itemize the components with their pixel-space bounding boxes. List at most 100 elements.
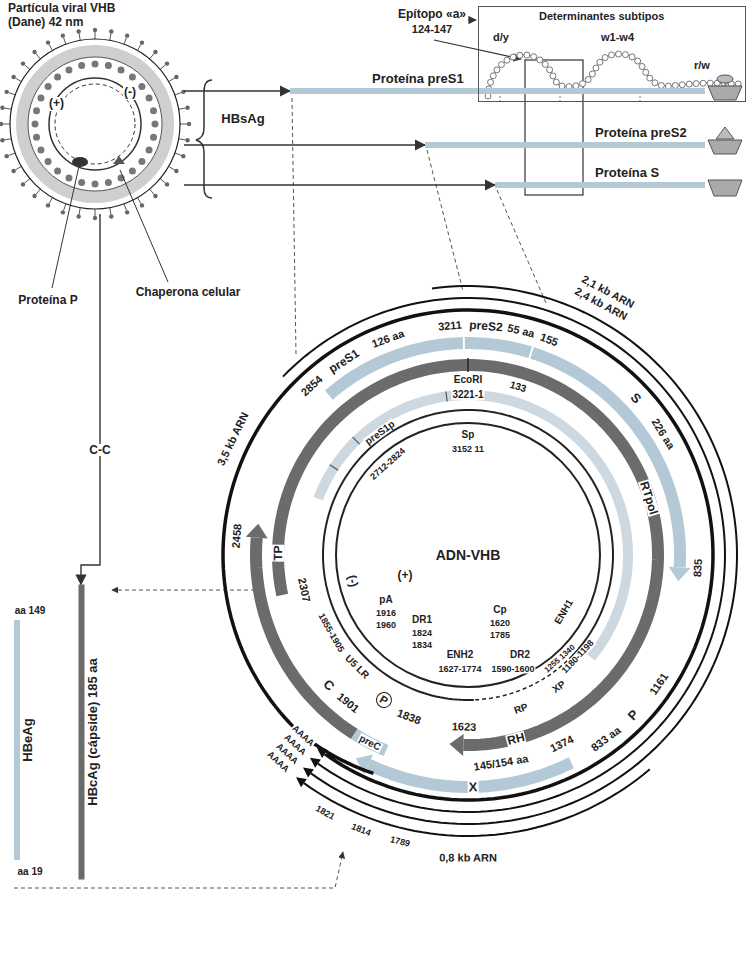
- e-antigen-bar: HBeAg: [14, 620, 38, 860]
- surface-spike: [79, 208, 80, 215]
- callout-label: aa 149: [14, 606, 47, 616]
- spike-tip: [46, 40, 50, 44]
- surface-spike: [36, 189, 40, 194]
- map-label: X: [467, 780, 478, 793]
- rna-3-5kb: [223, 310, 713, 800]
- surface-spike: [160, 179, 165, 183]
- capsid-unit: [32, 121, 39, 128]
- capsid-unit: [152, 121, 159, 128]
- spike-tip: [174, 75, 178, 79]
- map-label: 0,8 kb ARN: [438, 852, 498, 863]
- capsid-unit: [78, 179, 85, 186]
- capsid-unit: [33, 107, 40, 114]
- spike-tip: [0, 105, 4, 109]
- surface-spike: [79, 33, 80, 40]
- envelope-band-head: [669, 567, 691, 582]
- amino-acid-bead: [693, 81, 699, 87]
- spike-tip: [140, 203, 144, 207]
- surface-spike: [175, 93, 182, 95]
- position-tick: [353, 437, 360, 444]
- map-label: 1821: [313, 804, 337, 823]
- surface-spike: [179, 108, 186, 109]
- capsid-unit: [65, 175, 72, 182]
- amino-acid-bead: [597, 59, 603, 65]
- map-label: XP: [550, 678, 568, 695]
- map-label: RTpol: [638, 479, 660, 517]
- callout-label: 1627-1774: [437, 665, 482, 674]
- amino-acid-bead: [531, 54, 537, 60]
- protein-shapes: [708, 86, 742, 100]
- callout-label: (+): [397, 569, 414, 581]
- rna-2-4kb: [283, 298, 725, 812]
- capsid-unit: [45, 83, 52, 90]
- node-title: Partícula viral VHB (Dane) 42 nm: [8, 2, 143, 30]
- protein-p: [72, 157, 88, 167]
- amino-acid-bead: [580, 81, 586, 87]
- callout-label: 1824: [411, 629, 433, 638]
- rna-3-5kb-head: [317, 748, 328, 758]
- virion-detail: [0, 28, 191, 220]
- callout-label: 124-147: [411, 24, 453, 35]
- map-label: 1901: [335, 690, 362, 715]
- spike-tip: [76, 29, 80, 33]
- polymerase-band-head: [449, 734, 463, 756]
- map-label: 2307: [296, 576, 312, 604]
- callout-label: 1620: [489, 619, 511, 628]
- spike-tip: [185, 105, 189, 109]
- map-label: P: [373, 689, 395, 711]
- node-title: ADN-VHB: [436, 547, 501, 563]
- leader-lines: [52, 166, 168, 288]
- protein-shapes: [708, 75, 742, 196]
- amino-acid-bead: [639, 63, 645, 69]
- map-label: 55 aa: [506, 322, 537, 340]
- surface-spike: [25, 179, 30, 183]
- spike-tip: [61, 210, 65, 214]
- surface-spike: [3, 124, 10, 125]
- spike-tip: [32, 50, 36, 54]
- callout-label: 1916: [375, 609, 397, 618]
- map-label: RH: [505, 731, 527, 747]
- connector-arrow: [81, 214, 100, 585]
- amino-acid-bead: [553, 79, 559, 85]
- amino-acid-bead: [585, 77, 591, 83]
- hbsag-brace: [196, 80, 212, 198]
- leader-lines: [120, 170, 168, 282]
- surface-spike: [138, 198, 142, 204]
- amino-acid-bead: [679, 82, 685, 88]
- spike-tip: [153, 50, 157, 54]
- node-title: Determinantes subtipos: [539, 10, 664, 23]
- node-title: HBeAg: [21, 620, 36, 860]
- leader-lines: [52, 166, 79, 288]
- node-text: d/y: [493, 31, 509, 44]
- capsid-unit: [92, 181, 99, 188]
- position-tick: [446, 391, 447, 401]
- spike-tip: [21, 182, 25, 186]
- amino-acid-bead: [550, 73, 556, 79]
- spike-tip: [61, 33, 65, 37]
- amino-acid-bead: [609, 52, 615, 58]
- viral-dna: [49, 78, 141, 170]
- surface-spike: [49, 198, 53, 204]
- capsid-unit: [138, 83, 145, 90]
- epitope-frame: [434, 20, 583, 195]
- map-label: 835: [692, 558, 704, 579]
- map-label: 2712-2824: [368, 446, 408, 483]
- map-label: (-): [346, 573, 361, 589]
- surface-spike: [169, 167, 175, 171]
- map-label: 133: [508, 380, 529, 395]
- chaperone: [113, 156, 125, 164]
- amino-acid-bead: [524, 52, 530, 58]
- map-label: 3152 11: [451, 445, 485, 454]
- map-label: 2854: [299, 373, 326, 399]
- map-label: 126 aa: [370, 328, 407, 351]
- amino-acid-bead: [707, 80, 713, 86]
- node-title: Proteína S: [595, 166, 659, 181]
- core-band: [256, 538, 354, 734]
- surface-spike: [150, 189, 154, 194]
- amino-acid-bead: [602, 55, 608, 61]
- dashed-guides: [497, 190, 546, 303]
- map-label: 2458: [230, 522, 243, 549]
- spike-tip: [165, 182, 169, 186]
- position-tick: [330, 465, 338, 470]
